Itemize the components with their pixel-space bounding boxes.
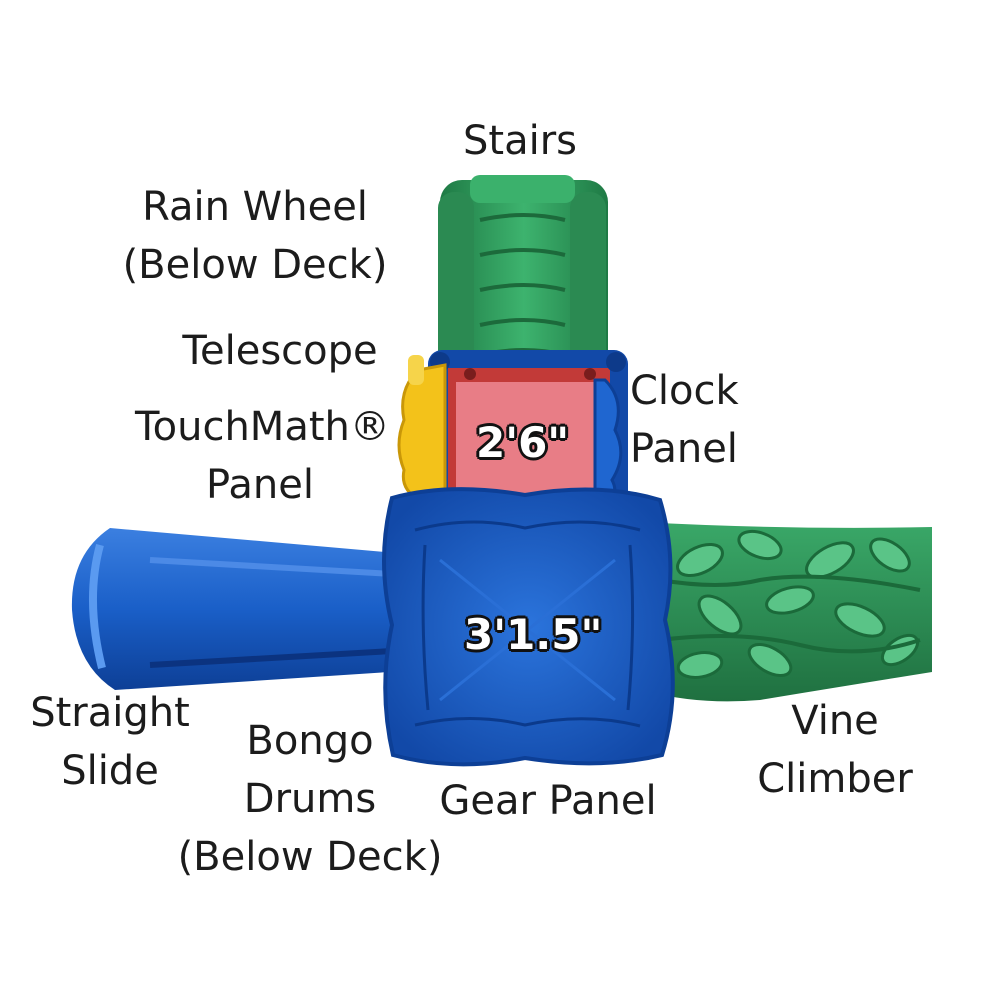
label-touchmath-panel: TouchMath® Panel: [135, 404, 390, 508]
lower-deck: [382, 487, 675, 767]
lower-deck-dimension: 3'1.5": [464, 610, 603, 659]
stairs-illustration: [438, 175, 608, 380]
vine-climber: [640, 522, 932, 702]
label-straight-slide: Straight Slide: [30, 690, 190, 794]
label-clock-panel: Clock Panel: [630, 368, 739, 472]
label-stairs: Stairs: [463, 118, 577, 164]
upper-deck: [428, 350, 628, 510]
label-bongo-drums: Bongo Drums (Below Deck): [177, 718, 443, 880]
touchmath-panel-illustration: [397, 355, 447, 502]
label-gear-panel: Gear Panel: [439, 778, 657, 824]
upper-deck-dimension: 2'6": [476, 418, 570, 467]
straight-slide: [71, 528, 421, 690]
leaf-pattern: [676, 529, 920, 679]
label-rain-wheel: Rain Wheel (Below Deck): [122, 184, 388, 288]
label-vine-climber: Vine Climber: [757, 698, 913, 802]
label-telescope: Telescope: [182, 328, 378, 374]
